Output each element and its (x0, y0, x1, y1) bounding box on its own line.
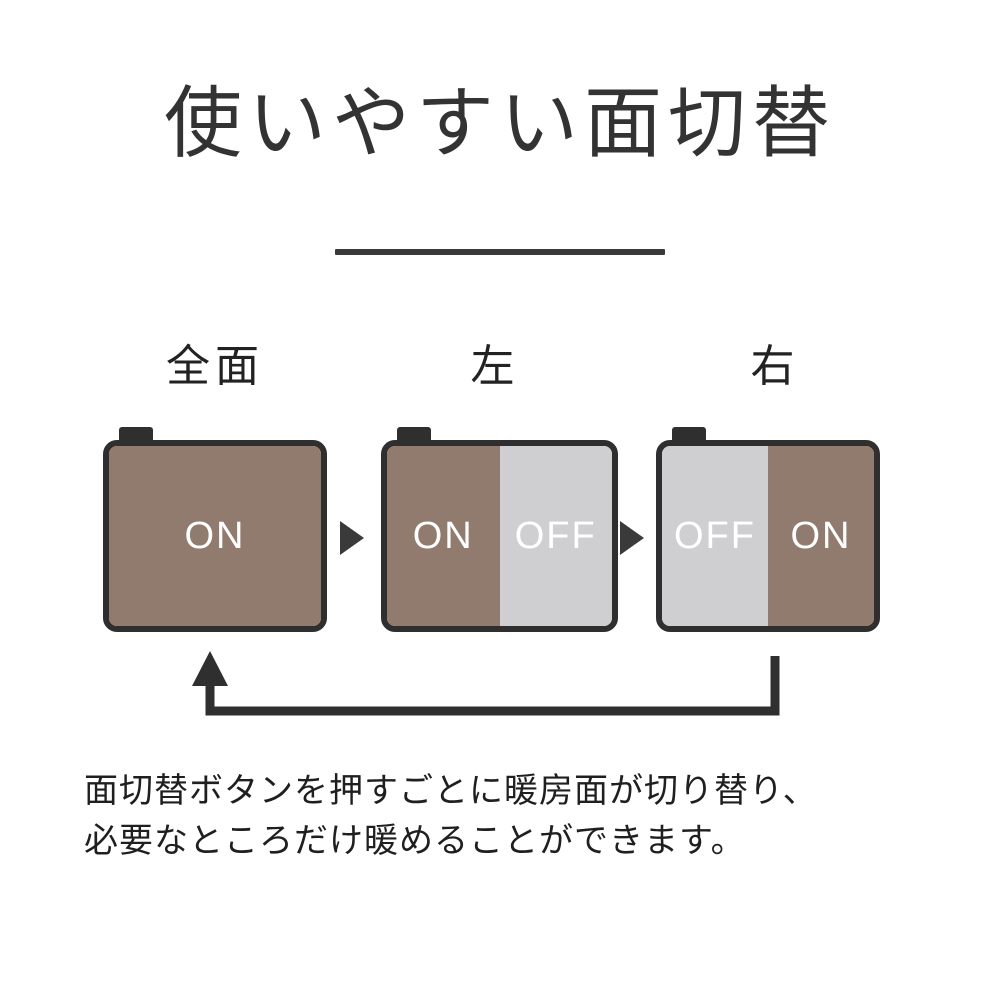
device-diagram-full: ON (103, 440, 327, 632)
caption-line-2: 必要なところだけ暖めることができます。 (84, 822, 746, 860)
panel-state-right-off: OFF (662, 446, 768, 626)
device-diagram-left: ON OFF (381, 440, 618, 632)
step-arrow-right-icon-1 (340, 521, 364, 555)
step-arrow-right-icon-2 (620, 521, 644, 555)
device-diagram-right: OFF ON (656, 440, 880, 632)
caption: 面切替ボタンを押すごとに暖房面が切り替り、 必要なところだけ暖めることができます… (84, 766, 944, 866)
step-label-full: 全面 (166, 342, 264, 391)
title-divider (335, 249, 665, 255)
panel-state-left-off: OFF (499, 446, 612, 626)
panel-state-left-on: ON (387, 446, 500, 626)
caption-line-1: 面切替ボタンを押すごとに暖房面が切り替り、 (84, 772, 818, 810)
page-title: 使いやすい面切替 (163, 79, 836, 167)
step-label-left: 左 (470, 342, 520, 391)
panel-state-full: ON (109, 446, 321, 626)
step-label-right: 右 (750, 342, 800, 391)
panel-state-right-on: ON (768, 446, 874, 626)
